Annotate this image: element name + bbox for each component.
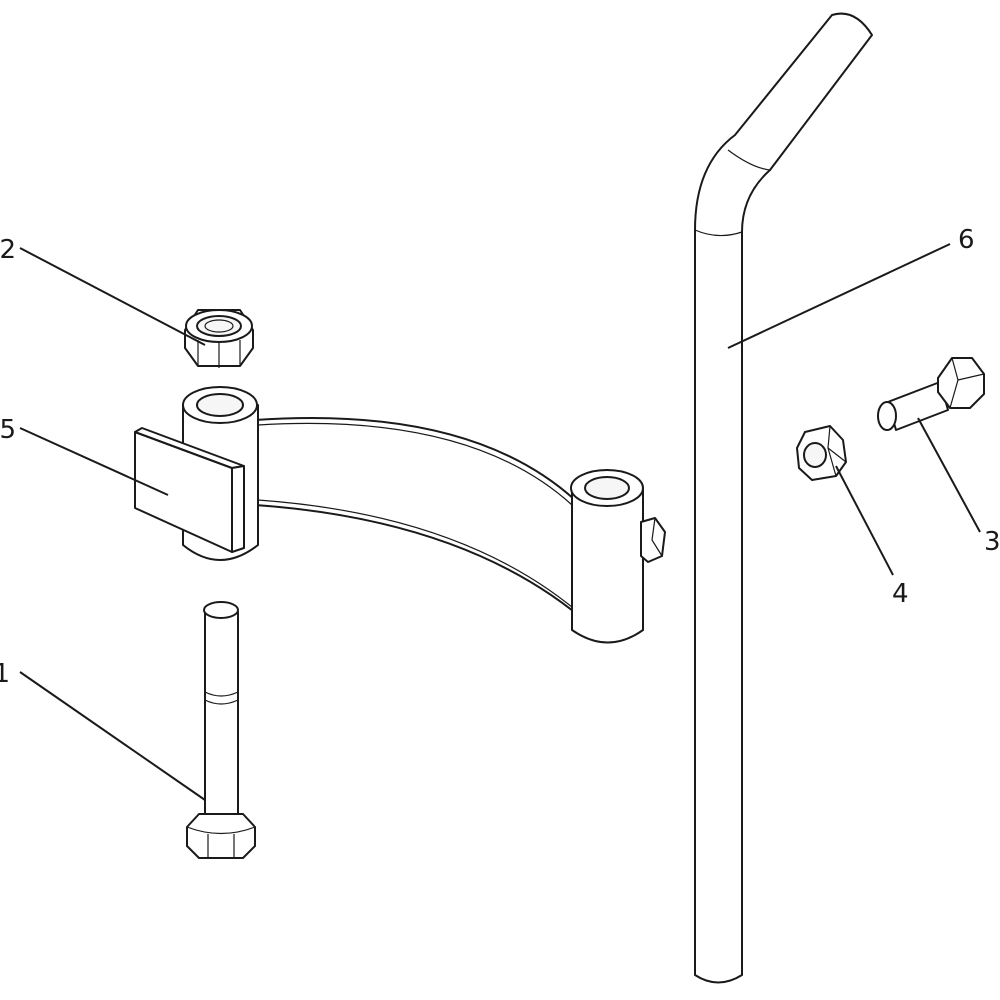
leader-line-6 bbox=[727, 243, 951, 349]
leader-lines bbox=[19, 243, 981, 801]
callout-4: 4 bbox=[892, 579, 909, 609]
callout-6: 6 bbox=[958, 225, 975, 255]
leader-line-2 bbox=[19, 247, 206, 346]
leader-line-4 bbox=[835, 465, 894, 576]
hex-bolt-part-1 bbox=[186, 601, 256, 859]
leader-line-3 bbox=[917, 417, 981, 533]
callout-2: 2 bbox=[0, 235, 16, 265]
bracket-arm-part-5 bbox=[134, 386, 666, 644]
hex-bolt-part-3 bbox=[877, 357, 985, 431]
callout-1: 1 bbox=[0, 659, 10, 689]
hex-nut-part-4 bbox=[796, 425, 847, 481]
leader-line-5 bbox=[19, 427, 169, 496]
lock-nut-part-2 bbox=[184, 309, 254, 368]
bent-post-part-6 bbox=[694, 12, 873, 984]
leader-line-1 bbox=[19, 671, 206, 801]
callout-5: 5 bbox=[0, 415, 16, 445]
callout-3: 3 bbox=[984, 527, 1000, 557]
callout-labels: 1 2 3 4 5 6 bbox=[0, 225, 1000, 689]
